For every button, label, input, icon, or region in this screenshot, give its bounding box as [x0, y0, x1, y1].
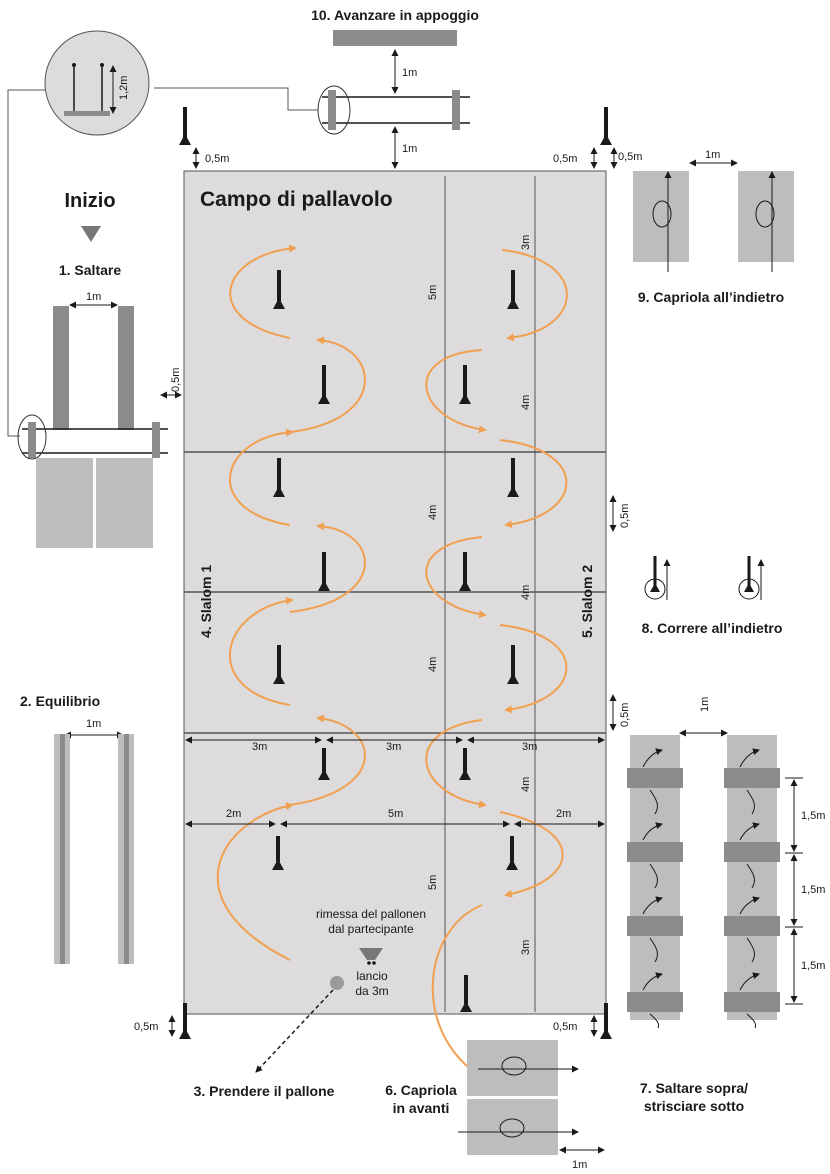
dim-1m-s7: 1m — [699, 697, 711, 712]
station-7-label-2: strisciare sotto — [644, 1098, 744, 1114]
connector-lines — [7, 87, 318, 437]
station-8-label: 8. Correre all’indietro — [642, 620, 783, 636]
court-title: Campo di pallavolo — [200, 188, 393, 211]
dim-05-s9: 0,5m — [618, 151, 642, 163]
dim-4m-v-e: 4m — [520, 777, 532, 792]
station-3-label: 3. Prendere il pallone — [194, 1083, 335, 1099]
dim-1m-s6: 1m — [572, 1159, 587, 1171]
lancio-line2: da 3m — [355, 984, 388, 998]
start-triangle-icon — [81, 226, 101, 242]
dim-4m-v-a: 4m — [520, 395, 532, 410]
cone-icon — [507, 270, 519, 309]
wall-bar — [333, 30, 457, 46]
dim-15m-c: 1,5m — [801, 960, 825, 972]
dim-15m-b: 1,5m — [801, 884, 825, 896]
dim-3m-v-top: 3m — [520, 235, 532, 250]
start-label: Inizio — [64, 190, 115, 212]
corner-cone-top-left: 0,5m — [179, 107, 229, 169]
cone-icon — [459, 552, 471, 591]
slalom-cones — [272, 270, 519, 1012]
corner-cone-bottom-left: 0,5m — [134, 1003, 191, 1039]
cone-icon — [273, 645, 285, 684]
dim-4m-v-b: 4m — [427, 505, 439, 520]
ball-icon — [330, 976, 344, 990]
dim-1m-s2: 1m — [86, 718, 101, 730]
dim-1m-s9: 1m — [705, 149, 720, 161]
dim-1m-top: 1m — [402, 67, 417, 79]
dim-4m-v-d: 4m — [427, 657, 439, 672]
station-6-label-2: in avanti — [393, 1100, 450, 1116]
height-detail-circle: 1,2m — [44, 30, 150, 136]
court-measure-lines — [444, 176, 536, 1012]
station-7-label-1: 7. Saltare sopra/ — [640, 1080, 748, 1096]
dim-05-s8: 0,5m — [619, 504, 631, 528]
cone-icon — [738, 556, 765, 600]
dim-3m-v-bottom: 3m — [520, 940, 532, 955]
court-dimensions: 5m 3m 4m 4m 4m 4m 4m 5m 3m 3m 3m 3m 2m 5… — [185, 235, 605, 955]
cone-icon — [318, 365, 330, 404]
dim-05-s1: 0,5m — [170, 368, 182, 392]
dim-05-s7: 0,5m — [619, 703, 631, 727]
cone-icon — [506, 836, 518, 870]
station-3-pallone: rimessa del pallonen dal partecipante la… — [194, 907, 426, 1099]
cone-icon — [507, 458, 519, 497]
dim-05-tr: 0,5m — [553, 153, 577, 165]
cone-icon — [459, 365, 471, 404]
slalom-2-label: 5. Slalom 2 — [579, 565, 595, 638]
tennis-ball-basket-icon — [359, 948, 383, 960]
cone-icon — [273, 458, 285, 497]
corner-cone-top-right: 0,5m — [553, 107, 612, 169]
dim-3m-h-b: 3m — [386, 741, 401, 753]
station-7-saltare-strisciare: 0,5m 1m — [609, 694, 825, 1114]
dim-5m-v-top: 5m — [427, 285, 439, 300]
station-1-label: 1. Saltare — [59, 262, 121, 278]
dim-2m-h-a: 2m — [226, 808, 241, 820]
dim-15m-a: 1,5m — [801, 810, 825, 822]
cone-icon — [460, 975, 472, 1012]
dim-1m-top2: 1m — [402, 143, 417, 155]
slalom-1-path — [216, 244, 366, 961]
cone-icon — [459, 748, 471, 780]
station-9-capriola-indietro: 0,5m 1m 9. Capriola all’indietro — [610, 147, 794, 305]
dim-4m-v-c: 4m — [520, 585, 532, 600]
start-marker: Inizio — [64, 190, 116, 242]
station-9-label: 9. Capriola all’indietro — [638, 289, 784, 305]
dim-3m-h-c: 3m — [522, 741, 537, 753]
dim-1-2m: 1,2m — [118, 76, 130, 100]
rimessa-line1: rimessa del pallonen — [316, 907, 426, 921]
dim-2m-h-b: 2m — [556, 808, 571, 820]
corner-cone-bottom-right: 0,5m — [553, 1003, 612, 1039]
cone-icon — [318, 552, 330, 591]
station-10-avanzare: 10. Avanzare in appoggio 1m 1m — [311, 7, 479, 169]
rimessa-line2: dal partecipante — [328, 922, 414, 936]
station-1-saltare: 1. Saltare 1m 0,5m — [17, 262, 182, 548]
dim-05-br: 0,5m — [553, 1021, 577, 1033]
dim-1m-s1: 1m — [86, 291, 101, 303]
cone-icon — [273, 270, 285, 309]
dim-05-bl: 0,5m — [134, 1021, 158, 1033]
cone-icon — [318, 748, 330, 780]
cone-icon — [507, 645, 519, 684]
dim-5m-h: 5m — [388, 808, 403, 820]
station-6-capriola: 1m 6. Capriola in avanti — [385, 1040, 605, 1171]
station-8-correre-indietro: 0,5m 8. Correre all’indietro — [609, 495, 783, 636]
station-2-label: 2. Equilibrio — [20, 693, 100, 709]
dim-3m-h-a: 3m — [252, 741, 267, 753]
station-6-label-1: 6. Capriola — [385, 1082, 457, 1098]
station-10-label: 10. Avanzare in appoggio — [311, 7, 479, 23]
dim-05-tl: 0,5m — [205, 153, 229, 165]
cone-icon — [272, 836, 284, 870]
volleyball-court: Campo di pallavolo — [183, 170, 607, 1015]
station-2-equilibrio: 2. Equilibrio 1m — [20, 693, 134, 964]
cone-icon — [644, 556, 671, 600]
slalom-1-label: 4. Slalom 1 — [198, 565, 214, 638]
slalom-2-path — [425, 249, 568, 1083]
dim-5m-v-bottom: 5m — [427, 875, 439, 890]
lancio-line1: lancio — [356, 969, 388, 983]
